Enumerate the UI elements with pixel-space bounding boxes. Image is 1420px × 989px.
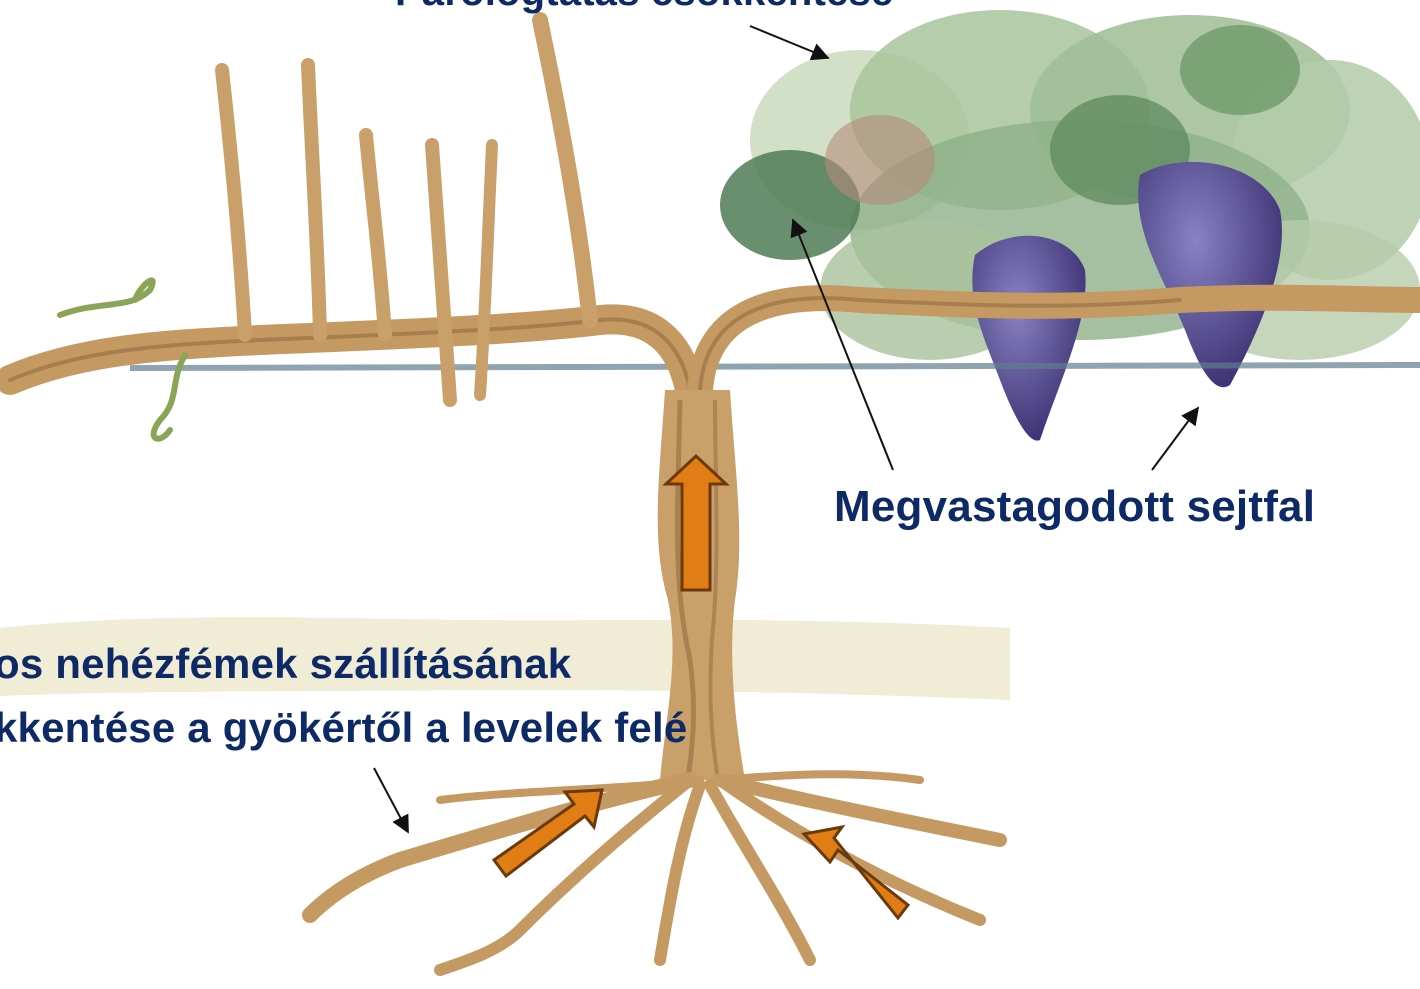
label-heavy-metal-line2: kkentése a gyökértől a levelek felé [0, 704, 687, 752]
vine-roots [310, 774, 1000, 970]
trellis-wire [130, 365, 1420, 368]
label-transpiration: Párologtatás csökkentése [395, 0, 893, 15]
transport-arrow-root-right [804, 827, 908, 918]
label-cell-wall: Megvastagodott sejtfal [834, 482, 1315, 532]
pointer-arrow-transpiration [750, 26, 828, 58]
grape-cluster-left [972, 236, 1085, 441]
label-heavy-metal-line1: os nehézfémek szállításának [0, 640, 571, 688]
pointer-arrow-wire [1152, 408, 1198, 470]
pointer-arrow-roots [374, 768, 408, 832]
